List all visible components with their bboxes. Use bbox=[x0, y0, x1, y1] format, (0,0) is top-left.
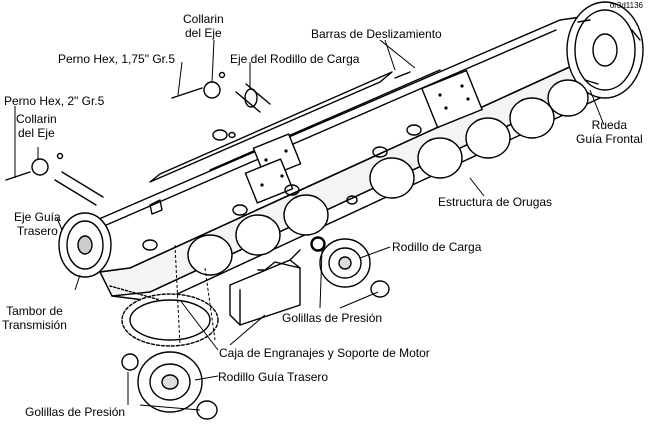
label-rodillo-carga: Rodillo de Carga bbox=[392, 240, 482, 254]
rear-drive-drum bbox=[58, 212, 112, 278]
label-perno-hex-2: Perno Hex, 2" Gr.5 bbox=[4, 94, 105, 108]
label-golillas-presion-1: Golillas de Presión bbox=[282, 311, 383, 325]
slide-bars bbox=[149, 69, 441, 183]
rear-sprocket bbox=[121, 293, 219, 347]
mount-plate-lower bbox=[244, 158, 294, 204]
label-tambor-transmision: Tambor de Transmisión bbox=[2, 304, 67, 332]
label-collarin-eje-top: Collarin del Eje bbox=[183, 12, 224, 40]
figure-id: or3d1136 bbox=[610, 1, 644, 10]
front-idler-wheel bbox=[566, 1, 644, 99]
rear-idler-roller-exploded bbox=[121, 351, 218, 420]
mount-plate-upper bbox=[421, 69, 483, 129]
leader-lines bbox=[14, 39, 605, 411]
label-eje-guia-trasero: Eje Guía Trasero bbox=[14, 210, 61, 238]
label-caja-engranajes: Caja de Engranajes y Soporte de Motor bbox=[219, 346, 430, 360]
gearbox-motor-mount bbox=[229, 249, 301, 326]
label-eje-rodillo-carga: Eje del Rodillo de Carga bbox=[230, 52, 360, 66]
label-barras-deslizamiento: Barras de Deslizamiento bbox=[311, 27, 442, 41]
label-estructura-orugas: Estructura de Orugas bbox=[438, 195, 553, 209]
label-rodillo-guia-trasero: Rodillo Guía Trasero bbox=[218, 370, 329, 384]
rear-idler-shaft-group bbox=[5, 152, 104, 206]
frame-bosses bbox=[142, 124, 422, 251]
label-golillas-presion-2: Golillas de Presión bbox=[25, 405, 126, 419]
label-collarin-eje-left: Collarin del Eje bbox=[16, 112, 57, 140]
load-roller-shaft-group bbox=[171, 71, 271, 113]
label-perno-hex-175: Perno Hex, 1,75" Gr.5 bbox=[58, 52, 175, 66]
pressure-washer-upper bbox=[311, 237, 325, 251]
label-rueda-guia-frontal: Rueda Guía Frontal bbox=[576, 118, 643, 146]
load-rollers bbox=[187, 79, 589, 276]
